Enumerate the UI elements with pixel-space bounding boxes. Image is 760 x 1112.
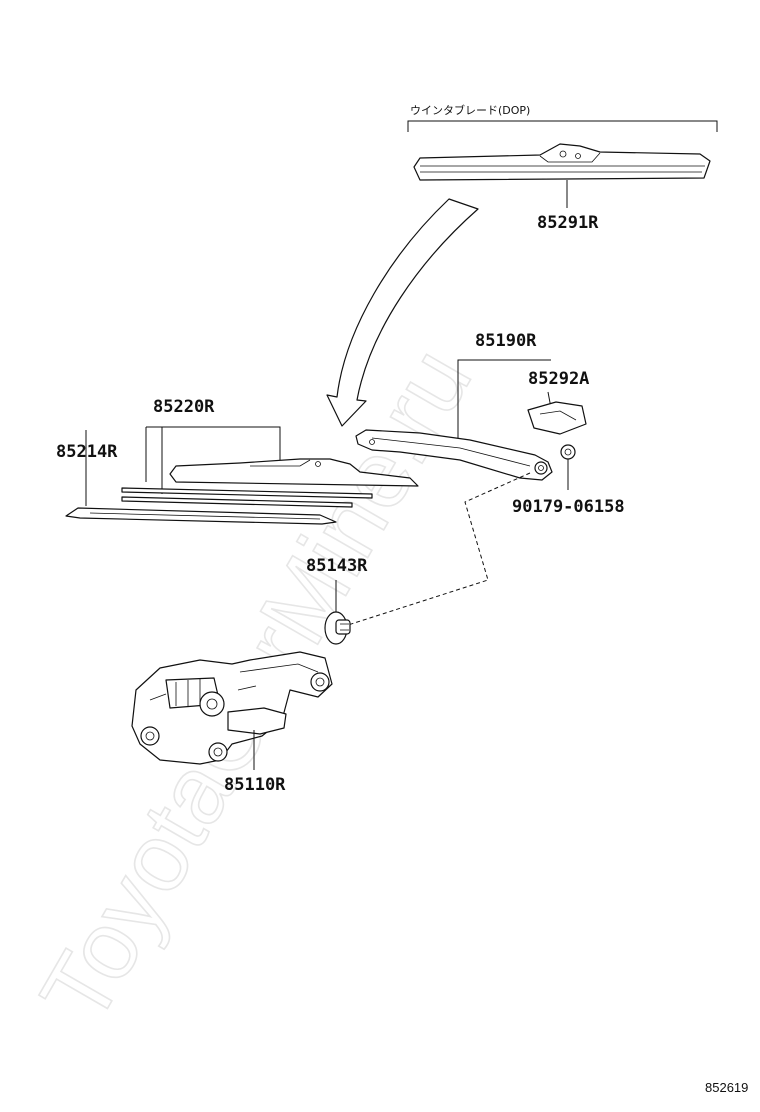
label-85292A: 85292A xyxy=(528,369,589,389)
label-90179-06158: 90179-06158 xyxy=(512,497,625,517)
header-note: ウインタブレード(DOP) xyxy=(410,103,530,117)
label-85291R: 85291R xyxy=(537,213,599,233)
wiper-motor-drawing xyxy=(131,651,333,765)
winter-blade-drawing xyxy=(413,143,711,181)
arm-cover-drawing xyxy=(527,401,587,435)
nut-drawing xyxy=(560,444,576,460)
header-bracket xyxy=(407,120,718,132)
wiper-blade-drawing xyxy=(65,458,419,525)
diagram-reference: 852619 xyxy=(705,1080,748,1095)
label-85220R: 85220R xyxy=(153,397,215,417)
install-arrow xyxy=(326,198,479,427)
label-85190R: 85190R xyxy=(475,331,537,351)
wiper-arm-drawing xyxy=(355,429,553,481)
label-85214R: 85214R xyxy=(56,442,118,462)
connection-line xyxy=(344,472,531,627)
label-85110R: 85110R xyxy=(224,775,286,795)
cap-drawing xyxy=(324,611,351,645)
label-85143R: 85143R xyxy=(306,556,368,576)
